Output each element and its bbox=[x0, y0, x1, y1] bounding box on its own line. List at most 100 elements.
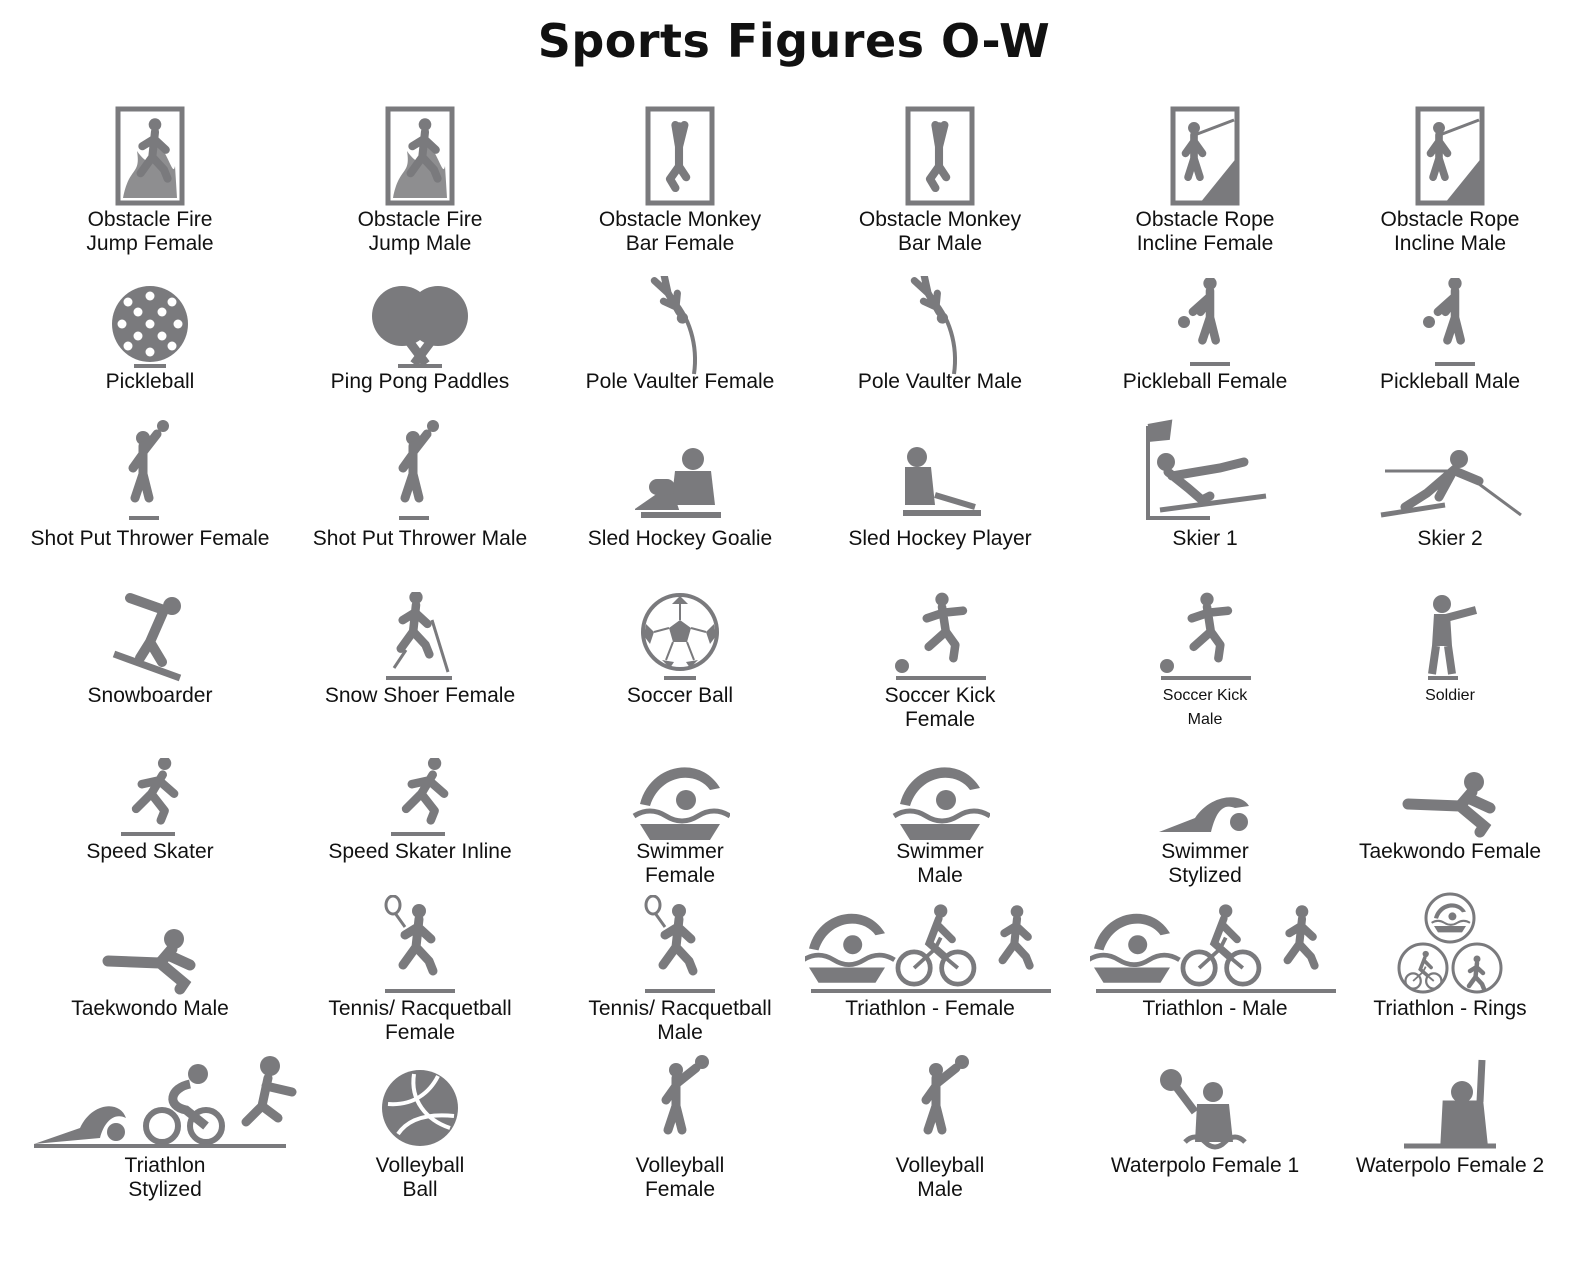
figure-label: Taekwondo Male bbox=[71, 997, 229, 1020]
triathlon-stylized-icon bbox=[30, 1052, 300, 1152]
volleyball-male-icon bbox=[900, 1052, 980, 1152]
figure-item[interactable]: Tennis/ Racquetball Female bbox=[300, 892, 540, 1049]
figure-item[interactable]: Obstacle Fire Jump Male bbox=[300, 104, 540, 260]
figure-item[interactable]: Triathlon - Rings bbox=[1330, 892, 1570, 1049]
figure-label: Volleyball Ball bbox=[375, 1154, 465, 1201]
figure-item[interactable]: Skier 1 bbox=[1085, 416, 1325, 579]
figure-label: Obstacle Rope Incline Male bbox=[1380, 208, 1520, 255]
figure-item[interactable]: Soldier bbox=[1330, 590, 1570, 736]
figure-label: Sled Hockey Player bbox=[848, 527, 1032, 550]
figure-label: Waterpolo Female 2 bbox=[1355, 1154, 1545, 1177]
figure-item[interactable]: Swimmer Stylized bbox=[1085, 758, 1325, 892]
tennis-racquetball-male-icon bbox=[635, 895, 725, 995]
figure-item[interactable]: Taekwondo Male bbox=[30, 892, 270, 1049]
speed-skater-icon bbox=[105, 758, 195, 838]
soccer-kick-male-icon bbox=[1155, 592, 1255, 682]
figure-item[interactable]: Pole Vaulter Male bbox=[820, 276, 1060, 422]
figure-item[interactable]: Obstacle Rope Incline Male bbox=[1330, 104, 1570, 260]
figure-item[interactable]: Soccer Kick Female bbox=[820, 590, 1060, 736]
swimmer-female-icon bbox=[630, 758, 730, 842]
figure-item[interactable]: Shot Put Thrower Male bbox=[300, 416, 540, 579]
obstacle-fire-jump-male-icon bbox=[385, 106, 455, 206]
figure-label: Volleyball Male bbox=[895, 1154, 985, 1201]
figure-item[interactable]: Soccer Kick Male bbox=[1085, 590, 1325, 736]
figure-label: Shot Put Thrower Male bbox=[312, 527, 528, 550]
snow-shoer-female-icon bbox=[380, 592, 460, 682]
swimmer-male-icon bbox=[890, 758, 990, 842]
sled-hockey-player-icon bbox=[895, 445, 985, 525]
figure-item[interactable]: Speed Skater bbox=[30, 758, 270, 892]
figure-label: Obstacle Fire Jump Male bbox=[357, 208, 483, 255]
figure-label: Soccer Ball bbox=[626, 684, 734, 707]
figure-label: Obstacle Fire Jump Female bbox=[86, 208, 214, 255]
figure-item[interactable]: Sled Hockey Player bbox=[820, 416, 1060, 579]
figure-label: Waterpolo Female 1 bbox=[1110, 1154, 1300, 1177]
figure-label: Pickleball bbox=[105, 370, 195, 393]
figure-item[interactable]: Triathlon - Male bbox=[1080, 892, 1350, 1049]
figure-item[interactable]: Obstacle Rope Incline Female bbox=[1085, 104, 1325, 260]
taekwondo-female-icon bbox=[1400, 768, 1500, 838]
figure-item[interactable]: Pickleball bbox=[30, 276, 270, 422]
pickleball-female-icon bbox=[1170, 278, 1240, 368]
shot-put-thrower-female-icon bbox=[115, 416, 185, 526]
figure-item[interactable]: Triathlon Stylized bbox=[25, 1048, 305, 1206]
figure-item[interactable]: Soccer Ball bbox=[560, 590, 800, 736]
figure-label: Swimmer Male bbox=[896, 840, 984, 887]
figure-item[interactable]: Snowboarder bbox=[30, 590, 270, 736]
figure-item[interactable]: Waterpolo Female 2 bbox=[1330, 1048, 1570, 1206]
figure-item[interactable]: Ping Pong Paddles bbox=[300, 276, 540, 422]
page-title: Sports Figures O-W bbox=[537, 14, 1051, 68]
obstacle-rope-incline-male-icon bbox=[1415, 106, 1485, 206]
figure-item[interactable]: Skier 2 bbox=[1330, 416, 1570, 579]
figure-label: Ping Pong Paddles bbox=[330, 370, 510, 393]
figure-label: Tennis/ Racquetball Female bbox=[328, 997, 512, 1044]
figure-label: Pole Vaulter Female bbox=[585, 370, 775, 393]
figure-item[interactable]: Volleyball Ball bbox=[300, 1048, 540, 1206]
figure-label: Speed Skater Inline bbox=[328, 840, 512, 863]
triathlon-rings-icon bbox=[1395, 892, 1505, 1002]
figure-item[interactable]: Speed Skater Inline bbox=[300, 758, 540, 892]
triathlon-female-icon bbox=[805, 895, 1055, 995]
figure-item[interactable]: Obstacle Monkey Bar Male bbox=[820, 104, 1060, 260]
figure-item[interactable]: Snow Shoer Female bbox=[300, 590, 540, 736]
figure-item[interactable]: Volleyball Female bbox=[560, 1048, 800, 1206]
figure-label: Snow Shoer Female bbox=[324, 684, 516, 707]
waterpolo-female-1-icon bbox=[1155, 1062, 1255, 1152]
figure-label: Tennis/ Racquetball Male bbox=[588, 997, 772, 1044]
speed-skater-inline-icon bbox=[375, 758, 465, 838]
figure-label: Volleyball Female bbox=[635, 1154, 725, 1201]
figure-item[interactable]: Pole Vaulter Female bbox=[560, 276, 800, 422]
figure-item[interactable]: Obstacle Fire Jump Female bbox=[30, 104, 270, 260]
obstacle-monkey-bar-female-icon bbox=[645, 106, 715, 206]
figure-label: Pickleball Female bbox=[1122, 370, 1288, 393]
figure-label: Speed Skater bbox=[86, 840, 214, 863]
figure-item[interactable]: Shot Put Thrower Female bbox=[30, 416, 270, 579]
figure-label: Obstacle Monkey Bar Male bbox=[858, 208, 1022, 255]
figure-item[interactable]: Swimmer Female bbox=[560, 758, 800, 892]
figure-label: Skier 1 bbox=[1172, 527, 1238, 550]
figure-item[interactable]: Swimmer Male bbox=[820, 758, 1060, 892]
figure-label: Triathlon - Male bbox=[1142, 997, 1288, 1020]
figure-item[interactable]: Triathlon - Female bbox=[790, 892, 1070, 1049]
figure-item[interactable]: Pickleball Male bbox=[1330, 276, 1570, 422]
figure-item[interactable]: Sled Hockey Goalie bbox=[560, 416, 800, 579]
figure-item[interactable]: Volleyball Male bbox=[820, 1048, 1060, 1206]
snowboarder-icon bbox=[110, 592, 190, 682]
figure-item[interactable]: Tennis/ Racquetball Male bbox=[560, 892, 800, 1049]
figure-label: Pickleball Male bbox=[1379, 370, 1521, 393]
waterpolo-female-2-icon bbox=[1400, 1052, 1500, 1152]
figure-label: Swimmer Female bbox=[636, 840, 724, 887]
figure-item[interactable]: Taekwondo Female bbox=[1330, 758, 1570, 892]
figure-label: Soccer Kick Male bbox=[1162, 687, 1248, 728]
skier-2-icon bbox=[1375, 445, 1525, 525]
figure-label: Snowboarder bbox=[87, 684, 213, 707]
soldier-icon bbox=[1420, 592, 1480, 682]
volleyball-female-icon bbox=[640, 1052, 720, 1152]
sled-hockey-goalie-icon bbox=[635, 445, 725, 525]
figure-item[interactable]: Pickleball Female bbox=[1085, 276, 1325, 422]
figure-item[interactable]: Waterpolo Female 1 bbox=[1085, 1048, 1325, 1206]
figure-item[interactable]: Obstacle Monkey Bar Female bbox=[560, 104, 800, 260]
shot-put-thrower-male-icon bbox=[385, 416, 455, 526]
ping-pong-paddles-icon bbox=[370, 284, 470, 368]
pickleball-icon bbox=[108, 284, 192, 368]
